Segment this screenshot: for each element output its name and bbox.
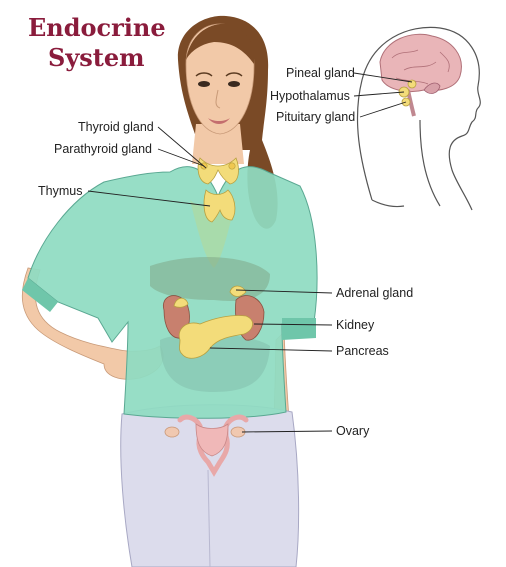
mouth <box>208 118 230 124</box>
left-cuff <box>22 278 58 312</box>
label-pituitary-gland: Pituitary gland <box>276 110 356 124</box>
brain-inset <box>379 33 462 117</box>
liver <box>150 256 270 301</box>
thyroid-gland <box>197 157 239 185</box>
label-thyroid-gland: Thyroid gland <box>78 120 154 134</box>
right-cuff <box>282 318 316 340</box>
label-pineal-gland: Pineal gland <box>286 66 355 80</box>
left-eye <box>198 81 210 87</box>
label-thymus: Thymus <box>38 184 83 198</box>
face <box>185 23 255 135</box>
thymus <box>203 189 236 223</box>
adrenal-glands <box>173 285 247 308</box>
right-eye <box>228 81 240 87</box>
pancreas <box>178 315 253 359</box>
label-ovary: Ovary <box>336 424 370 438</box>
label-kidney: Kidney <box>336 318 375 332</box>
neck <box>192 124 244 164</box>
label-adrenal-gland: Adrenal gland <box>336 286 414 300</box>
leader-lines <box>87 72 413 433</box>
diagram-title-line-1: Endocrine <box>28 13 166 42</box>
label-hypothalamus: Hypothalamus <box>270 89 350 103</box>
label-pancreas: Pancreas <box>336 344 389 358</box>
head-inset <box>356 26 481 211</box>
label-parathyroid-gland: Parathyroid gland <box>54 142 152 156</box>
hair-front <box>186 23 255 64</box>
diagram-title-line-2: System <box>48 43 145 72</box>
